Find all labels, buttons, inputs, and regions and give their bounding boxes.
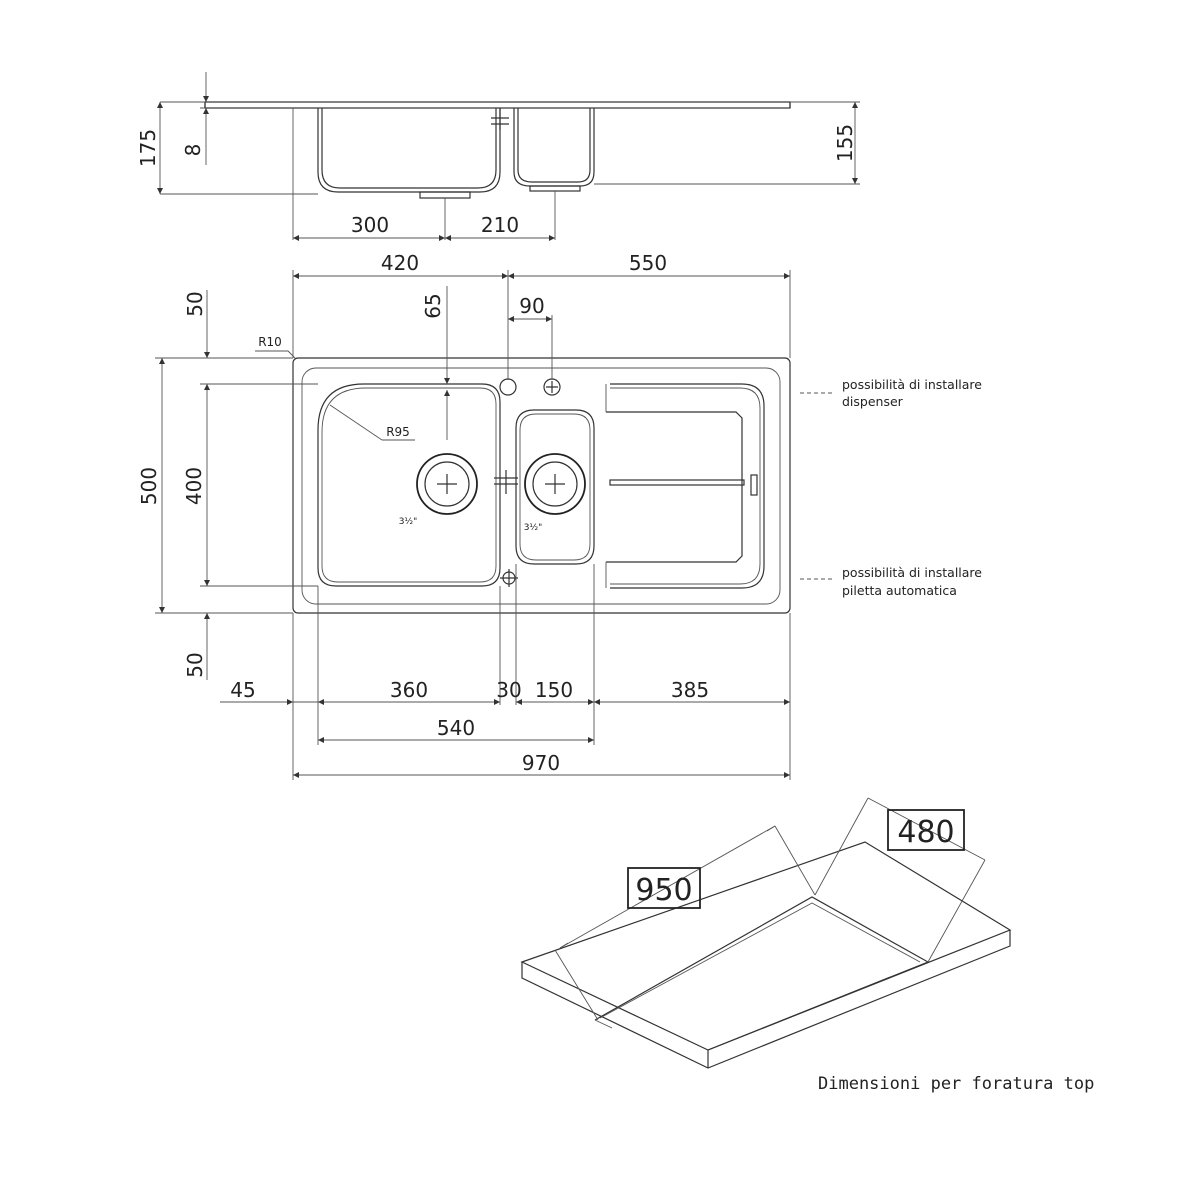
- side-depth-total: 175: [136, 129, 160, 167]
- dim-bottom-360: 360: [390, 678, 428, 702]
- side-small-bowl: [513, 108, 595, 187]
- dim-total-width: 970: [522, 751, 560, 775]
- large-bowl: [317, 383, 501, 587]
- corner-radius: R10: [258, 335, 282, 349]
- side-drain2-offset: 210: [481, 213, 519, 237]
- box-480: [887, 809, 965, 851]
- note-dispenser-line1: possibilità di installare: [842, 377, 982, 392]
- dim-margin-bottom: 50: [183, 652, 207, 677]
- dim-top-left: 420: [381, 251, 419, 275]
- bowl-radius: R95: [386, 425, 410, 439]
- dim-top-right: 550: [629, 251, 667, 275]
- sink-outline: [292, 357, 791, 614]
- dim-bottom-45: 45: [230, 678, 255, 702]
- drain-small: [524, 453, 586, 515]
- side-large-bowl: [317, 108, 501, 193]
- dim-bowl-depth: 400: [182, 467, 206, 505]
- dim-total-depth: 500: [137, 467, 161, 505]
- side-drain1-offset: 300: [351, 213, 389, 237]
- dim-dispenser-offset: 90: [519, 294, 544, 318]
- notes: possibilità di installare dispenser poss…: [800, 377, 982, 598]
- side-view: 175 8 155 300 210: [136, 72, 860, 241]
- box-950: [627, 867, 701, 909]
- cutout-caption: Dimensioni per foratura top: [818, 1074, 1094, 1094]
- tap-hole: [499, 378, 517, 396]
- drain-size-small: 3½": [524, 523, 543, 533]
- drain-size-large: 3½": [399, 517, 418, 527]
- cutout-width: 480: [897, 815, 954, 850]
- cutout-hole: [594, 896, 930, 1051]
- side-depth-small: 155: [833, 124, 857, 162]
- drainer: [610, 383, 765, 589]
- note-dispenser-line2: dispenser: [842, 394, 904, 409]
- dim-tap-offset: 65: [421, 293, 445, 318]
- plan-view: 420 550 65 90 R10 R95 3½" 3½" 50 500 400…: [137, 251, 791, 780]
- cutout-length: 950: [635, 873, 692, 908]
- dim-margin-top: 50: [183, 291, 207, 316]
- dim-bottom-30: 30: [496, 678, 521, 702]
- note-drain-line2: piletta automatica: [842, 583, 957, 598]
- dim-bottom-150: 150: [535, 678, 573, 702]
- countertop-cutout: 950 480 Dimensioni per foratura top: [520, 797, 1094, 1094]
- dim-bottom-385: 385: [671, 678, 709, 702]
- small-bowl: [515, 409, 595, 565]
- drain-large: [416, 453, 478, 515]
- note-drain-line1: possibilità di installare: [842, 565, 982, 580]
- side-rim: 8: [181, 144, 205, 157]
- dim-bowls-width: 540: [437, 716, 475, 740]
